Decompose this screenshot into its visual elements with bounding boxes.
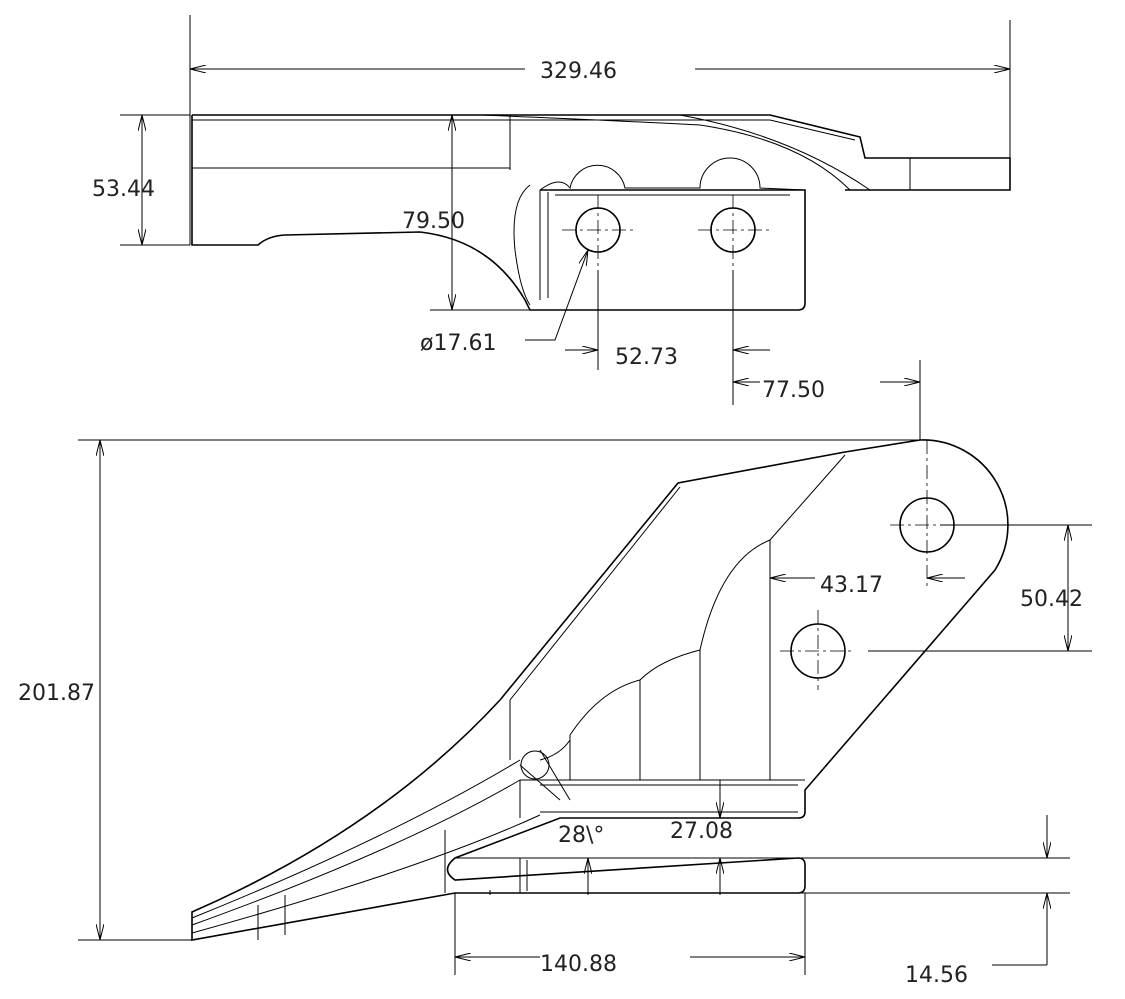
dim-hole-spacing: 52.73 [615,345,678,370]
top-view: 329.46 53.44 79.50 ø17.61 52.73 77.50 [92,15,1011,440]
side-view: 201.87 50.42 43.17 27.08 28\° 140.88 14.… [18,439,1092,988]
dim-angle: 28\° [558,823,604,848]
dim-height: 53.44 [92,177,155,202]
dim-hole-vertical-spacing: 50.42 [1020,587,1083,612]
dim-base-thickness: 14.56 [905,963,968,988]
side-view-outline [191,439,1009,941]
dim-slot-gap: 27.08 [670,819,733,844]
dim-overall-height: 201.87 [18,681,95,706]
dim-hole-offset: 77.50 [762,378,825,403]
top-view-outline [191,114,1011,311]
dim-hole-horizontal-spacing: 43.17 [820,573,883,598]
dim-base-length: 140.88 [540,952,617,977]
dim-overall-length: 329.46 [540,59,617,84]
dim-depth: 79.50 [402,209,465,234]
dim-hole-diameter: ø17.61 [420,331,496,356]
